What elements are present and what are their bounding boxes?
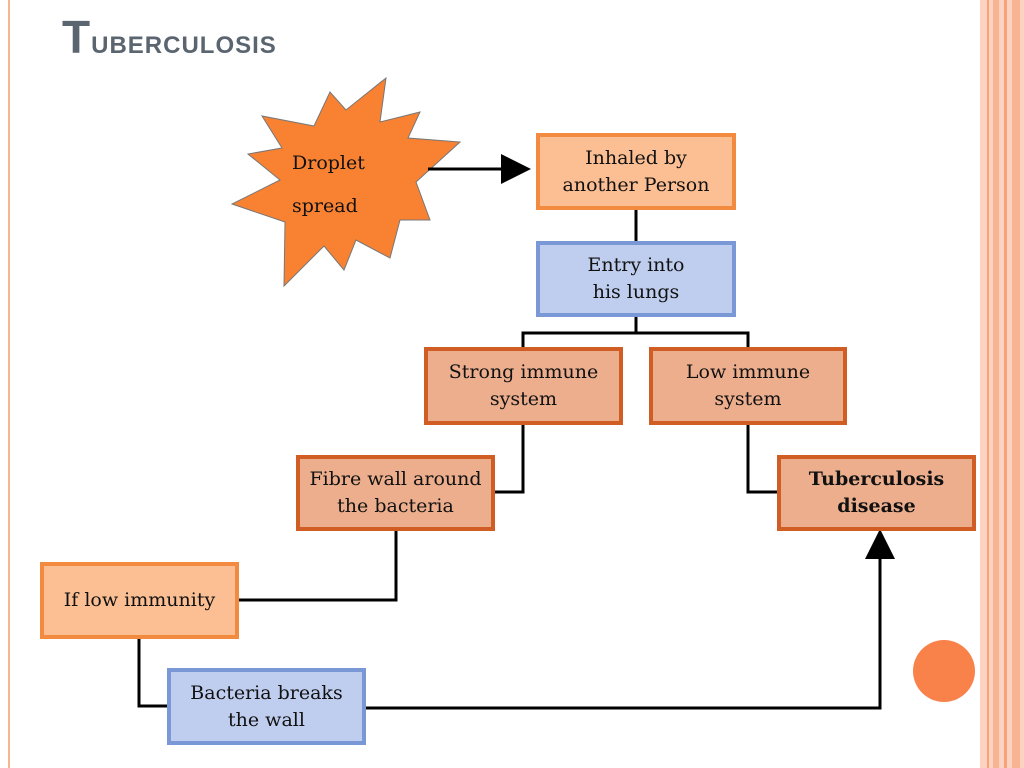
node-low-label: Low immune system xyxy=(685,361,811,410)
node-inhaled-label: Inhaled by another Person xyxy=(562,146,710,196)
right-stripe-line xyxy=(1004,0,1007,768)
connector-fibre-iflow xyxy=(238,530,398,602)
right-stripe-line xyxy=(987,0,989,768)
right-stripe-line xyxy=(993,0,999,768)
starburst-shape xyxy=(230,76,462,288)
right-stripe-line xyxy=(1012,0,1020,768)
node-low-immune: Low immune system xyxy=(649,347,847,425)
slide-title-rest: uberculosis xyxy=(91,23,277,61)
arrow-breaks-to-tb xyxy=(365,529,895,710)
node-strong-immune: Strong immune system xyxy=(424,347,623,425)
connector-low-tb xyxy=(746,424,780,494)
slide-title: Tuberculosis xyxy=(62,10,277,64)
node-breaks-label: Bacteria breaks the wall xyxy=(190,681,343,731)
slide-title-initial: T xyxy=(62,11,92,63)
start-droplet-spread: Droplet spread xyxy=(292,152,365,217)
node-inhaled: Inhaled by another Person xyxy=(536,133,736,210)
left-stripe xyxy=(8,0,10,768)
node-tb-label: Tuberculosis disease xyxy=(808,468,945,517)
connector-strong-fibre xyxy=(494,424,525,494)
connector-iflow-breaks xyxy=(137,637,170,708)
node-fibre-label: Fibre wall around the bacteria xyxy=(309,468,482,517)
node-tuberculosis-disease: Tuberculosis disease xyxy=(777,455,976,531)
node-strong-label: Strong immune system xyxy=(448,361,599,410)
node-bacteria-breaks: Bacteria breaks the wall xyxy=(167,668,366,745)
decorative-circle xyxy=(913,640,975,702)
node-fibre-wall: Fibre wall around the bacteria xyxy=(296,455,495,531)
node-entry-label: Entry into his lungs xyxy=(587,254,685,303)
node-iflow-label: If low immunity xyxy=(63,589,216,611)
node-if-low-immunity: If low immunity xyxy=(40,562,239,639)
node-entry-lungs: Entry into his lungs xyxy=(536,241,736,317)
